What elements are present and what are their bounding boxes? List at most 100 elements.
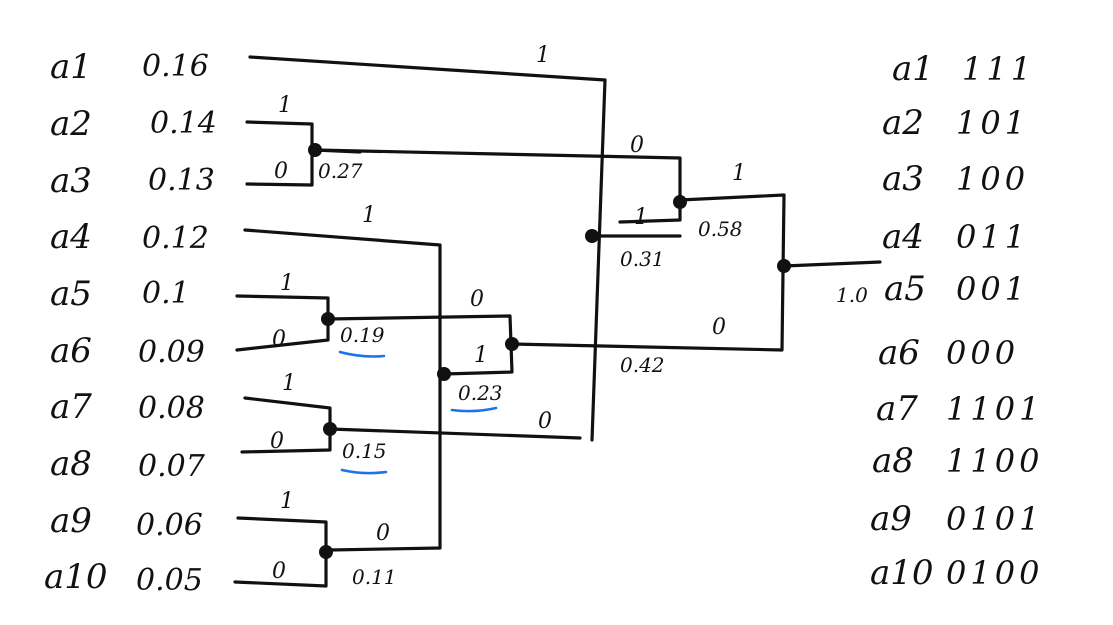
node-label-023: 0.23 — [458, 381, 503, 405]
code-value: 0100 — [946, 554, 1043, 592]
symbol-name: a4 — [50, 217, 92, 257]
code-symbol: a3 — [882, 159, 924, 199]
bit-label: 1 — [362, 203, 376, 228]
bit-label: 1 — [280, 271, 294, 296]
bit-label: 1 — [278, 93, 292, 118]
bit-labels: 1 1 0 0 1 1 1 1 0 0 1 0 1 0 0 1 0 0 — [270, 43, 746, 584]
symbol-probability: 0.1 — [142, 276, 190, 311]
branch-a1 — [248, 55, 607, 442]
code-row: a9 0101 — [870, 499, 1043, 539]
code-symbol: a1 — [892, 49, 934, 89]
symbol-name: a9 — [50, 501, 92, 541]
symbol-probability: 0.16 — [142, 49, 209, 84]
node-label-027: 0.27 — [318, 159, 363, 183]
code-symbol: a2 — [882, 103, 924, 143]
code-value: 0101 — [946, 500, 1043, 538]
symbol-name: a8 — [50, 444, 92, 484]
bit-label: 0 — [272, 327, 286, 352]
code-symbol: a6 — [878, 333, 920, 373]
code-value: 101 — [956, 104, 1029, 142]
branch-042-root — [510, 193, 786, 352]
code-value: 1101 — [946, 390, 1043, 428]
symbol-name: a5 — [50, 274, 92, 314]
underline-023 — [450, 406, 498, 413]
bit-label: 0 — [270, 429, 284, 454]
node-label-031: 0.31 — [620, 247, 665, 271]
code-value: 1100 — [946, 442, 1043, 480]
code-row: a7 1101 — [876, 389, 1043, 429]
symbol-probability: 0.13 — [148, 163, 215, 198]
symbol-probability: 0.14 — [150, 106, 217, 141]
branch-a7-a8 — [240, 396, 332, 454]
merge-node-dot — [673, 195, 687, 209]
branch-027-to-058 — [313, 148, 682, 224]
merge-node-dot — [321, 312, 335, 326]
node-dots — [308, 143, 791, 559]
symbol-probability: 0.06 — [136, 508, 203, 543]
node-label-015: 0.15 — [342, 439, 387, 463]
symbol-name: a1 — [50, 47, 92, 87]
bit-label: 1 — [732, 161, 746, 186]
merge-node-dot — [323, 422, 337, 436]
code-value: 100 — [956, 160, 1029, 198]
code-row: a10 0100 — [870, 553, 1043, 593]
code-value: 000 — [946, 334, 1019, 372]
node-label-019: 0.19 — [340, 323, 385, 347]
bit-label: 0 — [376, 521, 390, 546]
symbol-name: a10 — [44, 557, 108, 597]
root-output — [782, 260, 882, 268]
node-label-042: 0.42 — [620, 353, 665, 377]
merge-node-dot — [505, 337, 519, 351]
bit-label: 1 — [280, 489, 294, 514]
code-row: a1 111 — [892, 49, 1035, 89]
bit-label: 1 — [634, 205, 648, 230]
code-symbol: a4 — [882, 217, 924, 257]
bit-label: 0 — [538, 409, 552, 434]
merge-node-dot — [585, 229, 599, 243]
code-symbol: a7 — [876, 389, 918, 429]
symbol-probability: 0.09 — [138, 335, 205, 370]
merge-node-dot — [437, 367, 451, 381]
symbol-probability: 0.07 — [138, 449, 206, 484]
symbol-name-column: a1 a2 a3 a4 a5 a6 a7 a8 a9 a10 — [44, 47, 108, 597]
symbol-probability: 0.12 — [142, 221, 209, 256]
symbol-probability: 0.05 — [136, 563, 203, 598]
bit-label: 0 — [274, 159, 288, 184]
branch-a4 — [243, 228, 442, 552]
symbol-name: a3 — [50, 161, 92, 201]
symbol-name: a2 — [50, 104, 92, 144]
code-row: a5 001 — [884, 269, 1029, 309]
code-table: a1 111 a2 101 a3 100 a4 011 a5 001 a6 00… — [870, 49, 1043, 593]
code-row: a2 101 — [882, 103, 1029, 143]
bit-label: 1 — [474, 343, 488, 368]
code-symbol: a8 — [872, 441, 914, 481]
symbol-name: a7 — [50, 387, 92, 427]
code-value: 011 — [956, 218, 1029, 256]
node-label-011: 0.11 — [352, 565, 397, 589]
code-symbol: a10 — [870, 553, 934, 593]
bit-label: 0 — [712, 315, 726, 340]
bit-label: 0 — [470, 287, 484, 312]
symbol-probability: 0.08 — [138, 391, 205, 426]
root-node-dot — [777, 259, 791, 273]
code-value: 111 — [962, 50, 1035, 88]
code-symbol: a9 — [870, 499, 912, 539]
symbol-name: a6 — [50, 331, 92, 371]
code-symbol: a5 — [884, 269, 926, 309]
code-row: a6 000 — [878, 333, 1019, 373]
bit-label: 1 — [536, 43, 550, 68]
node-label-root: 1.0 — [836, 283, 868, 307]
probability-column: 0.16 0.14 0.13 0.12 0.1 0.09 0.08 0.07 0… — [136, 49, 217, 598]
merge-node-dot — [308, 143, 322, 157]
bit-label: 1 — [282, 371, 296, 396]
branch-015 — [328, 427, 582, 440]
code-row: a8 1100 — [872, 441, 1043, 481]
code-value: 001 — [956, 270, 1029, 308]
node-labels: 0.27 0.19 0.15 0.11 0.23 0.31 0.58 0.42 … — [318, 159, 868, 589]
underline-019 — [338, 350, 386, 358]
code-row: a4 011 — [882, 217, 1029, 257]
merge-node-dot — [319, 545, 333, 559]
bit-label: 0 — [272, 559, 286, 584]
